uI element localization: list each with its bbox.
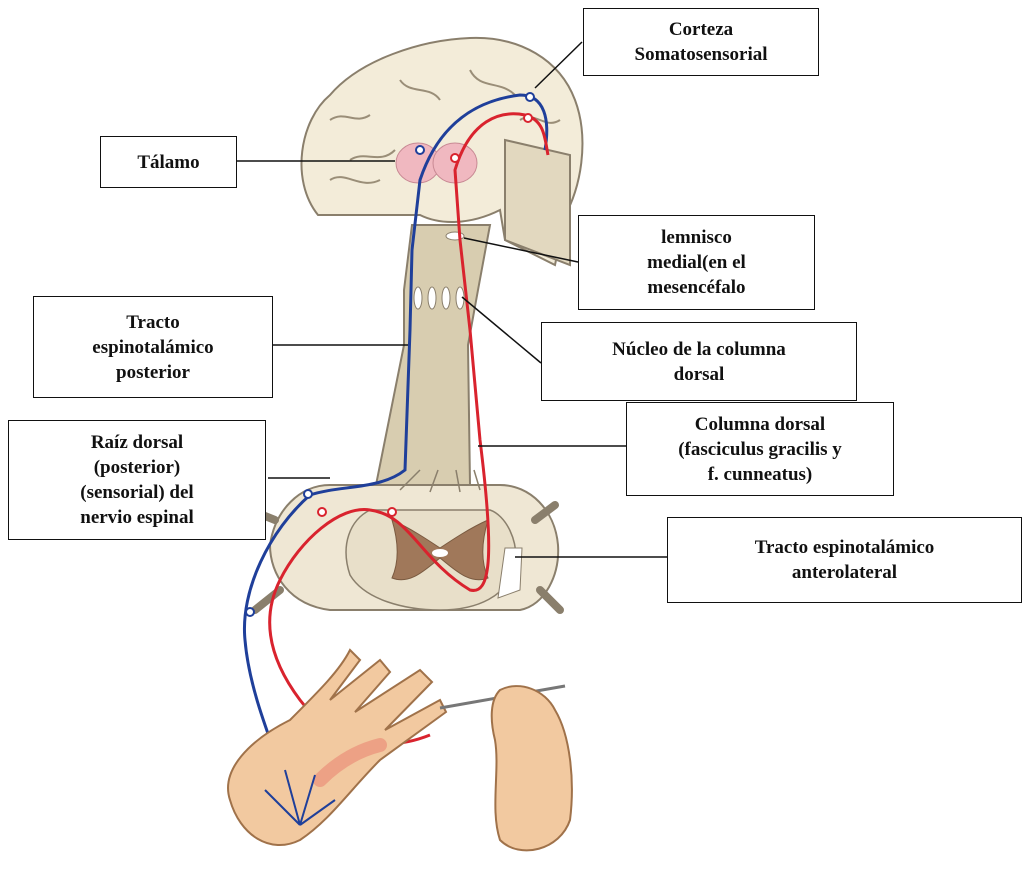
label-tracto-espinotalamico-anterolateral: Tracto espinotalámico anterolateral: [667, 517, 1022, 603]
label-nucleo-text: Núcleo de la columna dorsal: [612, 337, 786, 387]
central-canal: [432, 549, 448, 557]
label-lemnisco-text: lemnisco medial(en el mesencéfalo: [647, 225, 746, 300]
hand-illustration: [228, 650, 446, 845]
label-tracto-espinotalamico-posterior: Tracto espinotalámico posterior: [33, 296, 273, 398]
label-talamo: Tálamo: [100, 136, 237, 188]
spinal-cord-illustration: [250, 485, 560, 610]
label-raiz-dorsal: Raíz dorsal (posterior) (sensorial) del …: [8, 420, 266, 540]
label-tracto-posterior-text: Tracto espinotalámico posterior: [92, 310, 213, 385]
label-lemnisco-medial: lemnisco medial(en el mesencéfalo: [578, 215, 815, 310]
label-columna-dorsal-text: Columna dorsal (fasciculus gracilis y f.…: [678, 412, 842, 487]
label-tracto-anterolateral-text: Tracto espinotalámico anterolateral: [755, 535, 935, 585]
label-corteza-somatosensorial: Corteza Somatosensorial: [583, 8, 819, 76]
label-nucleo-columna-dorsal: Núcleo de la columna dorsal: [541, 322, 857, 401]
label-raiz-dorsal-text: Raíz dorsal (posterior) (sensorial) del …: [80, 430, 193, 530]
label-talamo-text: Tálamo: [137, 150, 199, 175]
label-corteza-text: Corteza Somatosensorial: [635, 17, 768, 67]
label-columna-dorsal: Columna dorsal (fasciculus gracilis y f.…: [626, 402, 894, 496]
probe-illustration: [440, 686, 572, 850]
